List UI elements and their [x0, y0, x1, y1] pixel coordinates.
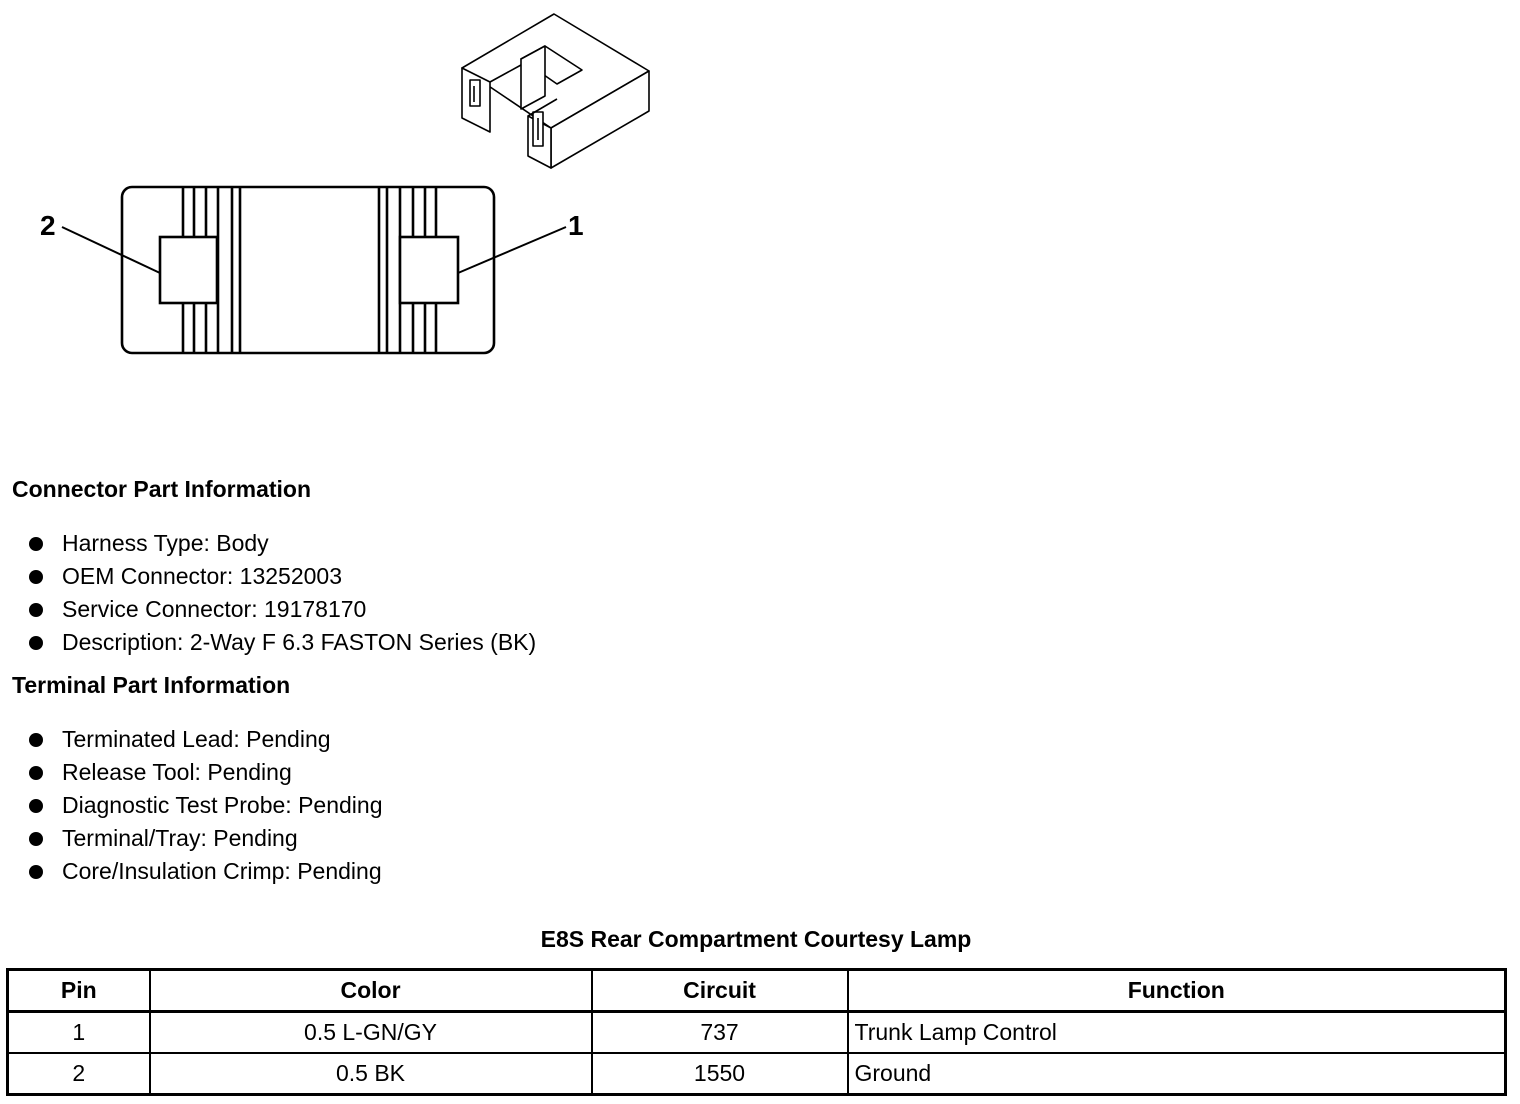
list-item-text: Harness Type: Body: [62, 530, 269, 556]
connector-info-list: Harness Type: Body OEM Connector: 132520…: [28, 527, 536, 659]
bullet-icon: [29, 733, 43, 747]
column-header-color: Color: [148, 968, 593, 1013]
cell-function: Trunk Lamp Control: [846, 1010, 1507, 1054]
list-item-text: Terminal/Tray: Pending: [62, 825, 298, 851]
leader-line-2: [61, 226, 161, 274]
list-item: Release Tool: Pending: [28, 756, 383, 789]
list-item: Core/Insulation Crimp: Pending: [28, 855, 383, 888]
terminal-cavity-2: [158, 235, 219, 305]
connector-diagram: 2 1: [40, 13, 650, 355]
list-item-text: Diagnostic Test Probe: Pending: [62, 792, 383, 818]
cell-circuit: 1550: [590, 1052, 849, 1096]
list-item-text: OEM Connector: 13252003: [62, 563, 343, 589]
list-item: Description: 2-Way F 6.3 FASTON Series (…: [28, 626, 536, 659]
callout-pin-2: 2: [40, 210, 56, 241]
terminal-info-list: Terminated Lead: Pending Release Tool: P…: [28, 723, 383, 888]
bullet-icon: [29, 865, 43, 879]
list-item-text: Terminated Lead: Pending: [62, 726, 331, 752]
column-header-circuit: Circuit: [590, 968, 849, 1013]
list-item: Terminal/Tray: Pending: [28, 822, 383, 855]
list-item: Harness Type: Body: [28, 527, 536, 560]
bullet-icon: [29, 832, 43, 846]
bullet-icon: [29, 766, 43, 780]
bullet-icon: [29, 636, 43, 650]
cell-pin: 1: [6, 1010, 151, 1054]
list-item-text: Release Tool: Pending: [62, 759, 292, 785]
column-header-function: Function: [846, 968, 1507, 1013]
cell-function: Ground: [846, 1052, 1507, 1096]
list-item-text: Core/Insulation Crimp: Pending: [62, 858, 382, 884]
pin-table-title: E8S Rear Compartment Courtesy Lamp: [540, 926, 972, 952]
column-header-pin: Pin: [6, 968, 151, 1013]
connector-face-view: [61, 185, 567, 355]
bullet-icon: [29, 799, 43, 813]
cell-color: 0.5 BK: [148, 1052, 593, 1096]
callout-pin-1: 1: [568, 210, 584, 241]
connector-info-heading: Connector Part Information: [12, 476, 312, 502]
list-item-text: Description: 2-Way F 6.3 FASTON Series (…: [62, 629, 537, 655]
table-header-row: Pin Color Circuit Function: [6, 968, 1507, 1013]
cell-color: 0.5 L-GN/GY: [148, 1010, 593, 1054]
list-item: Terminated Lead: Pending: [28, 723, 383, 756]
terminal-info-heading: Terminal Part Information: [12, 672, 291, 698]
terminal-cavity-1: [398, 235, 460, 305]
leader-line-1: [457, 226, 567, 274]
connector-isometric-view: [461, 13, 650, 169]
pin-table: Pin Color Circuit Function 1 0.5 L-GN/GY…: [6, 968, 1507, 1096]
bullet-icon: [29, 537, 43, 551]
cell-circuit: 737: [590, 1010, 849, 1054]
bullet-icon: [29, 570, 43, 584]
list-item-text: Service Connector: 19178170: [62, 596, 367, 622]
cell-pin: 2: [6, 1052, 151, 1096]
table-row: 2 0.5 BK 1550 Ground: [6, 1052, 1507, 1096]
list-item: Diagnostic Test Probe: Pending: [28, 789, 383, 822]
list-item: Service Connector: 19178170: [28, 593, 536, 626]
list-item: OEM Connector: 13252003: [28, 560, 536, 593]
table-row: 1 0.5 L-GN/GY 737 Trunk Lamp Control: [6, 1010, 1507, 1054]
bullet-icon: [29, 603, 43, 617]
